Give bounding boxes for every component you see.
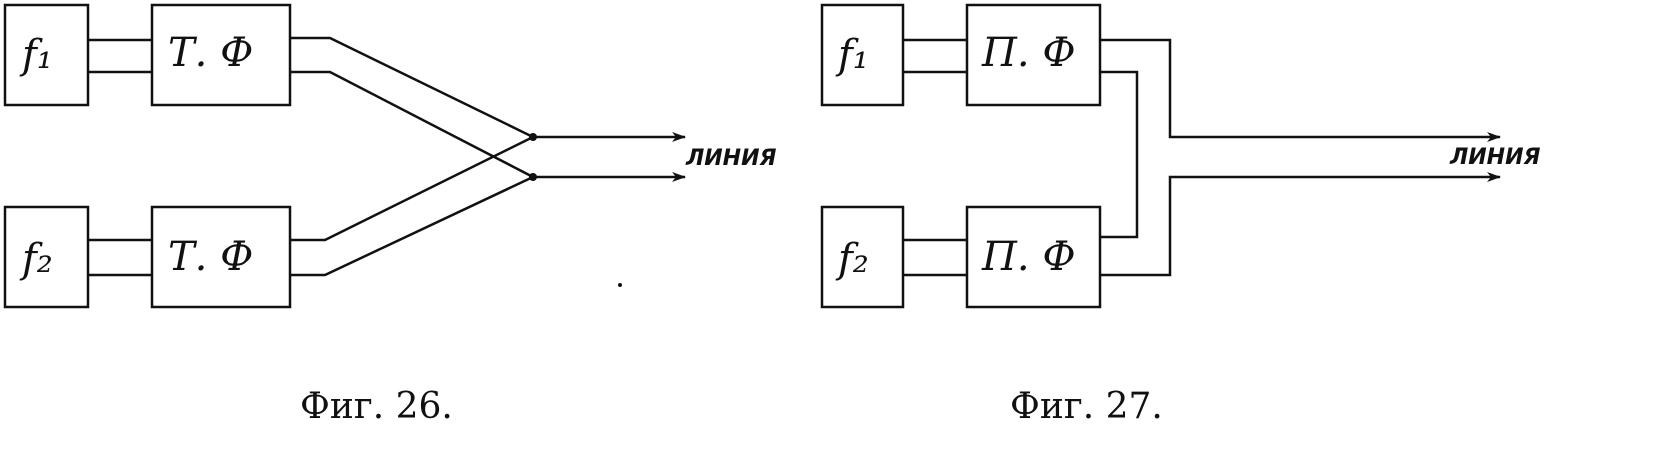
source-f2-label: f₂ — [19, 236, 53, 282]
wire-bottom-upper — [290, 135, 534, 242]
source-f2-label: f₂ — [835, 236, 869, 282]
source-f1-label: f₁ — [835, 32, 869, 78]
source-filter-wires — [903, 38, 967, 277]
wire-bottom-output — [1100, 172, 1501, 277]
figure-27: f₁ П. Ф f₂ П. Ф ЛИНИЯ Фиг. 27. — [820, 3, 1541, 427]
source-filter-wires — [88, 38, 152, 277]
filter-2-label: Т. Ф — [168, 234, 253, 280]
line-label: ЛИНИЯ — [685, 146, 777, 171]
source-f1-label: f₁ — [19, 32, 53, 78]
wire-top-upper — [290, 36, 534, 139]
line-label: ЛИНИЯ — [1449, 145, 1541, 170]
figure-caption: Фиг. 27. — [1010, 386, 1163, 427]
filter-2-box — [965, 205, 1102, 309]
filter-2-label: П. Ф — [981, 234, 1076, 280]
wire-filter-link — [1100, 70, 1139, 239]
figure-26: f₁ Т. Ф f₂ Т. Ф ЛИНИЯ Фиг. 26. — [3, 3, 777, 427]
stray-dot — [618, 283, 622, 287]
figure-caption: Фиг. 26. — [300, 386, 453, 427]
source-f1-box — [820, 3, 905, 107]
wire-top-output — [1100, 38, 1501, 142]
source-f2-box — [3, 205, 90, 309]
wire-top-lower — [290, 70, 534, 179]
filter-1-box — [965, 3, 1102, 107]
filter-1-label: П. Ф — [981, 30, 1076, 76]
filter-1-label: Т. Ф — [168, 30, 253, 76]
filter-2-box — [150, 205, 292, 309]
filter-1-box — [150, 3, 292, 107]
source-f2-box — [820, 205, 905, 309]
wire-bottom-lower — [290, 175, 534, 277]
source-f1-box — [3, 3, 90, 107]
